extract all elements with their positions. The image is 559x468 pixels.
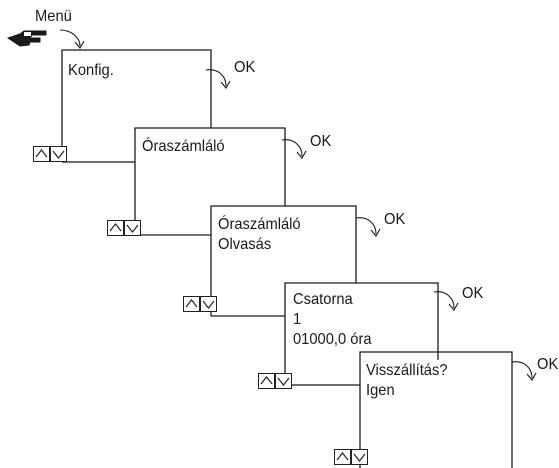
screen-3-line-1: Óraszámláló — [218, 216, 301, 233]
nav-buttons-3 — [183, 296, 217, 312]
nav-buttons-4 — [258, 373, 292, 389]
arrow-up-icon[interactable] — [258, 373, 275, 389]
ok-arrow-icon-1-head — [220, 80, 231, 89]
menu-label: Menü — [35, 8, 72, 25]
ok-arrow-icon-4-head — [448, 302, 459, 311]
arrow-down-icon[interactable] — [50, 146, 67, 162]
arrow-down-icon[interactable] — [275, 373, 292, 389]
screen-3-line-2: Olvasás — [218, 236, 272, 253]
ok-arrow-icon-4 — [433, 291, 455, 309]
ok-label-2: OK — [310, 133, 332, 150]
arrow-down-icon[interactable] — [124, 220, 141, 236]
arrow-up-icon[interactable] — [183, 296, 200, 312]
ok-arrow-icon-0-head — [74, 40, 85, 49]
screen-frame-5 — [359, 351, 513, 468]
ok-arrow-icon-3-head — [370, 228, 381, 237]
arrow-down-icon[interactable] — [351, 449, 368, 465]
nav-buttons-1 — [33, 146, 67, 162]
screen-5-line-2: Igen — [366, 382, 395, 399]
ok-label-3: OK — [384, 211, 406, 228]
nav-buttons-5 — [334, 449, 368, 465]
ok-arrow-icon-5 — [511, 361, 533, 379]
ok-arrow-icon-0 — [59, 29, 81, 47]
ok-arrow-icon-5-head — [526, 372, 537, 381]
ok-label-1: OK — [234, 59, 256, 76]
arrow-up-icon[interactable] — [33, 146, 50, 162]
arrow-up-icon[interactable] — [334, 449, 351, 465]
screen-frame-4 — [284, 282, 439, 385]
nav-buttons-2 — [107, 220, 141, 236]
screen-frame-1 — [61, 49, 212, 155]
screen-4-line-1: Csatorna — [293, 291, 353, 308]
ok-arrow-icon-2-head — [296, 150, 307, 159]
screen-4-line-2: 1 — [293, 311, 302, 328]
arrow-down-icon[interactable] — [200, 296, 217, 312]
ok-label-4: OK — [462, 285, 484, 302]
ok-label-5: OK — [537, 356, 559, 373]
ok-arrow-icon-2 — [281, 139, 303, 157]
pointing-hand-icon — [6, 30, 47, 47]
screen-2-line-1: Óraszámláló — [142, 138, 225, 155]
screen-5-line-1: Visszállítás? — [366, 362, 448, 379]
arrow-up-icon[interactable] — [107, 220, 124, 236]
ok-arrow-icon-1 — [205, 69, 227, 87]
ok-arrow-icon-3 — [355, 217, 377, 235]
screen-4-line-3: 01000,0 óra — [293, 331, 372, 348]
screen-frame-2 — [134, 127, 286, 235]
screen-frame-3 — [210, 205, 357, 316]
screen-1-line-1: Konfig. — [68, 62, 114, 79]
